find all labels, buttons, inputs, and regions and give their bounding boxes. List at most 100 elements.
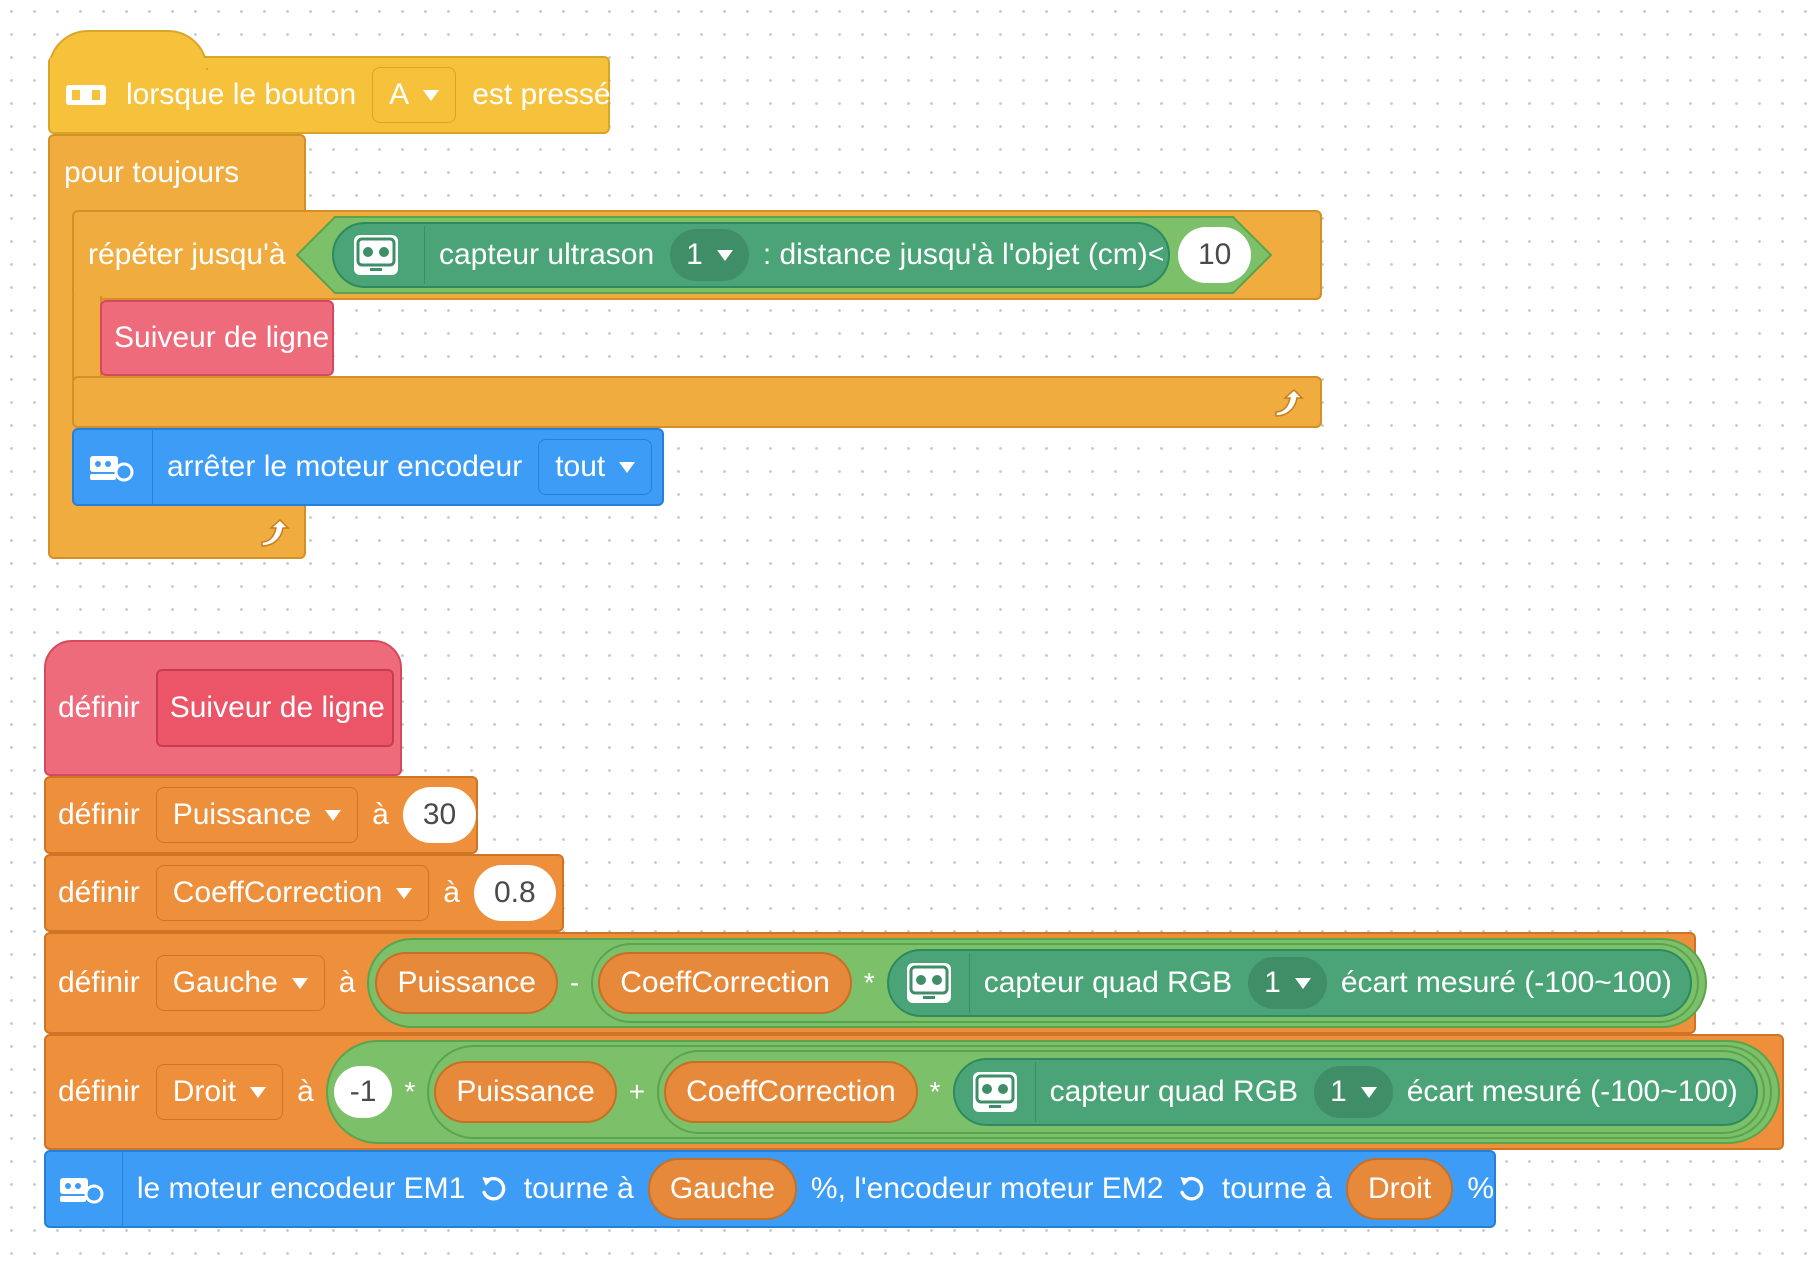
ultrasonic-sensor-icon bbox=[352, 233, 400, 277]
var-puissance-reporter[interactable]: Puissance bbox=[375, 952, 558, 1014]
loop-arrow-icon bbox=[1275, 388, 1304, 417]
variable-dropdown-gauche[interactable]: Gauche bbox=[155, 955, 325, 1011]
encoder-motors-run-block[interactable]: le moteur encodeur EM1 tourne à Gauche %… bbox=[44, 1150, 1496, 1228]
factor-input[interactable]: -1 bbox=[333, 1066, 393, 1118]
less-than-condition[interactable]: capteur ultrason 1 : distance jusqu'à l'… bbox=[296, 216, 1272, 294]
less-than-operator: < bbox=[1148, 238, 1165, 269]
to-label: à bbox=[297, 1075, 314, 1108]
set-label: définir bbox=[58, 798, 140, 831]
quad-rgb-port-value: 1 bbox=[1330, 1075, 1347, 1108]
quad-rgb-port-dropdown[interactable]: 1 bbox=[1314, 1066, 1393, 1118]
quad-rgb-sensor-icon bbox=[905, 961, 953, 1005]
rotate-ccw-icon bbox=[1180, 1176, 1204, 1201]
value-input[interactable]: 30 bbox=[402, 787, 477, 843]
call-line-follower-label: Suiveur de ligne bbox=[114, 321, 330, 354]
turn2-label: tourne à bbox=[1221, 1172, 1332, 1205]
to-label: à bbox=[372, 798, 389, 831]
hat-top-curve-fill bbox=[50, 58, 208, 68]
multiply-operator[interactable]: CoeffCorrection * capteur quad RGB 1 bbox=[591, 943, 1699, 1023]
loop-arrow-icon bbox=[261, 518, 290, 547]
var-coeff-reporter[interactable]: CoeffCorrection bbox=[598, 952, 852, 1014]
quad-rgb-property: écart mesuré (-100~100) bbox=[1406, 1075, 1738, 1108]
chevron-down-icon bbox=[250, 1086, 267, 1098]
chevron-down-icon bbox=[396, 887, 413, 899]
procedure-name: Suiveur de ligne bbox=[169, 691, 385, 724]
define-label: définir bbox=[58, 691, 140, 724]
repeat-until-label: répéter jusqu'à bbox=[88, 238, 286, 271]
rotate-ccw-icon bbox=[482, 1176, 506, 1201]
to-label: à bbox=[338, 966, 356, 999]
encoder-motor-icon bbox=[88, 450, 134, 484]
motor-select-dropdown[interactable]: tout bbox=[538, 439, 653, 495]
procedure-name-block[interactable]: Suiveur de ligne bbox=[155, 669, 394, 747]
variable-name: CoeffCorrection bbox=[172, 876, 383, 909]
times-operator: * bbox=[404, 1076, 416, 1107]
variable-name: Gauche bbox=[172, 966, 278, 999]
var-coeff-reporter[interactable]: CoeffCorrection bbox=[664, 1061, 918, 1123]
turn1-label: tourne à bbox=[523, 1172, 634, 1205]
set-coeff-block[interactable]: définir CoeffCorrection à 0.8 bbox=[44, 854, 564, 932]
chevron-down-icon bbox=[1294, 977, 1311, 989]
motor-select-value: tout bbox=[555, 450, 606, 483]
set-label: définir bbox=[58, 966, 140, 999]
hat-label-after: est pressé bbox=[472, 78, 611, 111]
times-operator: * bbox=[929, 1076, 941, 1107]
forever-label: pour toujours bbox=[64, 156, 240, 189]
quad-rgb-sensor-icon bbox=[971, 1070, 1019, 1114]
chevron-down-icon bbox=[1360, 1086, 1377, 1098]
multiply-operator-inner[interactable]: CoeffCorrection * capteur quad RGB bbox=[657, 1050, 1765, 1134]
threshold-input[interactable]: 10 bbox=[1178, 227, 1252, 283]
chevron-down-icon bbox=[716, 249, 733, 261]
chevron-down-icon bbox=[619, 461, 636, 473]
quad-rgb-reporter[interactable]: capteur quad RGB 1 écart mesuré (-100~10… bbox=[886, 949, 1692, 1017]
quad-rgb-port-value: 1 bbox=[1264, 966, 1281, 999]
to-label: à bbox=[443, 876, 460, 909]
ultrasonic-property: : distance jusqu'à l'objet (cm) bbox=[762, 238, 1148, 271]
quad-rgb-label: capteur quad RGB bbox=[983, 966, 1233, 999]
stop-encoder-motor-block[interactable]: arrêter le moteur encodeur tout bbox=[72, 428, 664, 506]
percent-label: % bbox=[1467, 1172, 1494, 1205]
variable-dropdown-droit[interactable]: Droit bbox=[155, 1064, 284, 1120]
chevron-down-icon bbox=[423, 89, 440, 101]
variable-dropdown-puissance[interactable]: Puissance bbox=[155, 787, 359, 843]
motor1-label: le moteur encodeur EM1 bbox=[136, 1172, 466, 1205]
quad-rgb-port-dropdown[interactable]: 1 bbox=[1248, 957, 1327, 1009]
ultrasonic-port-value: 1 bbox=[686, 238, 703, 271]
minus-operator: - bbox=[569, 967, 580, 998]
chevron-down-icon bbox=[291, 977, 308, 989]
ultrasonic-port-dropdown[interactable]: 1 bbox=[670, 229, 749, 281]
hat-label-before: lorsque le bouton bbox=[126, 78, 357, 111]
times-operator: * bbox=[863, 967, 875, 998]
multiply-operator-outer[interactable]: -1 * Puissance + CoeffCorrection * bbox=[325, 1040, 1780, 1144]
repeat-until-bottom-arm bbox=[72, 376, 1322, 428]
subtract-operator[interactable]: Puissance - CoeffCorrection * capteur qu… bbox=[367, 938, 1707, 1028]
var-gauche-reporter[interactable]: Gauche bbox=[647, 1158, 797, 1220]
board-icon bbox=[64, 81, 108, 109]
chevron-down-icon bbox=[325, 809, 342, 821]
call-line-follower-block[interactable]: Suiveur de ligne bbox=[100, 300, 334, 376]
button-select-value: A bbox=[389, 78, 410, 111]
var-puissance-reporter[interactable]: Puissance bbox=[434, 1061, 617, 1123]
button-select-dropdown[interactable]: A bbox=[372, 67, 457, 123]
variable-name: Puissance bbox=[172, 798, 312, 831]
set-gauche-block[interactable]: définir Gauche à Puissance - CoeffCorrec… bbox=[44, 932, 1707, 1034]
motor2-label: %, l'encodeur moteur EM2 bbox=[810, 1172, 1164, 1205]
quad-rgb-reporter[interactable]: capteur quad RGB 1 écart mesuré (-100~10… bbox=[952, 1058, 1758, 1126]
set-label: définir bbox=[58, 876, 140, 909]
set-label: définir bbox=[58, 1075, 140, 1108]
variable-name: Droit bbox=[172, 1075, 237, 1108]
quad-rgb-label: capteur quad RGB bbox=[1049, 1075, 1299, 1108]
repeat-until-left-arm bbox=[72, 296, 102, 380]
value-input[interactable]: 0.8 bbox=[473, 865, 556, 921]
define-procedure-hat[interactable]: définir Suiveur de ligne bbox=[44, 640, 402, 776]
set-puissance-block[interactable]: définir Puissance à 30 bbox=[44, 776, 478, 854]
ultrasonic-reporter[interactable]: capteur ultrason 1 : distance jusqu'à l'… bbox=[332, 222, 1170, 288]
set-droit-block[interactable]: définir Droit à -1 * Puissance + CoeffCo… bbox=[44, 1034, 1784, 1150]
plus-operator: + bbox=[628, 1076, 646, 1107]
ultrasonic-label: capteur ultrason bbox=[439, 238, 655, 271]
variable-dropdown-coeff[interactable]: CoeffCorrection bbox=[155, 865, 430, 921]
quad-rgb-property: écart mesuré (-100~100) bbox=[1340, 966, 1672, 999]
add-operator[interactable]: Puissance + CoeffCorrection * cap bbox=[427, 1045, 1772, 1139]
var-droit-reporter[interactable]: Droit bbox=[1345, 1158, 1454, 1220]
stop-motor-label: arrêter le moteur encodeur bbox=[167, 450, 523, 483]
